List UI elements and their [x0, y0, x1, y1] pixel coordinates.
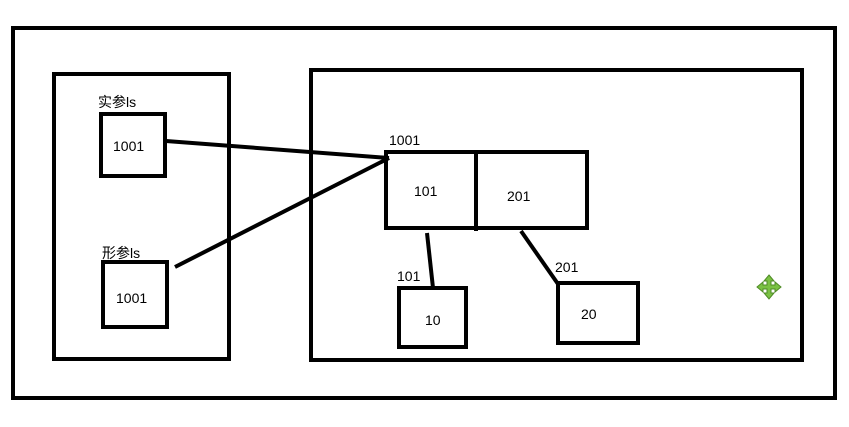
array-cell-1-value: 201 [507, 188, 531, 204]
heap-region [309, 68, 804, 362]
outer-frame [11, 26, 837, 400]
actual-param-label: 实参ls [98, 94, 137, 110]
cell-101-reference-line [425, 232, 435, 289]
node-b-address-label: 201 [555, 259, 579, 275]
actual-param-reference-line [165, 139, 390, 160]
node-a-address-label: 101 [397, 268, 421, 284]
node-b-box [556, 281, 640, 345]
stack-region [52, 72, 231, 361]
formal-param-label: 形参ls [102, 245, 141, 261]
formal-param-value: 1001 [116, 290, 148, 306]
actual-param-value: 1001 [113, 138, 145, 154]
node-b-value: 20 [581, 306, 597, 322]
node-a-value: 10 [425, 312, 441, 328]
formal-param-box [101, 260, 169, 329]
array-cell-divider [474, 150, 478, 231]
move-cursor-icon[interactable] [756, 274, 782, 300]
array-address-label: 1001 [389, 132, 421, 148]
actual-param-box [99, 112, 167, 178]
array-object-box [384, 150, 589, 230]
node-a-box [397, 286, 468, 349]
array-cell-0-value: 101 [414, 183, 438, 199]
cell-201-reference-line [519, 229, 560, 286]
formal-param-reference-line [174, 156, 390, 269]
